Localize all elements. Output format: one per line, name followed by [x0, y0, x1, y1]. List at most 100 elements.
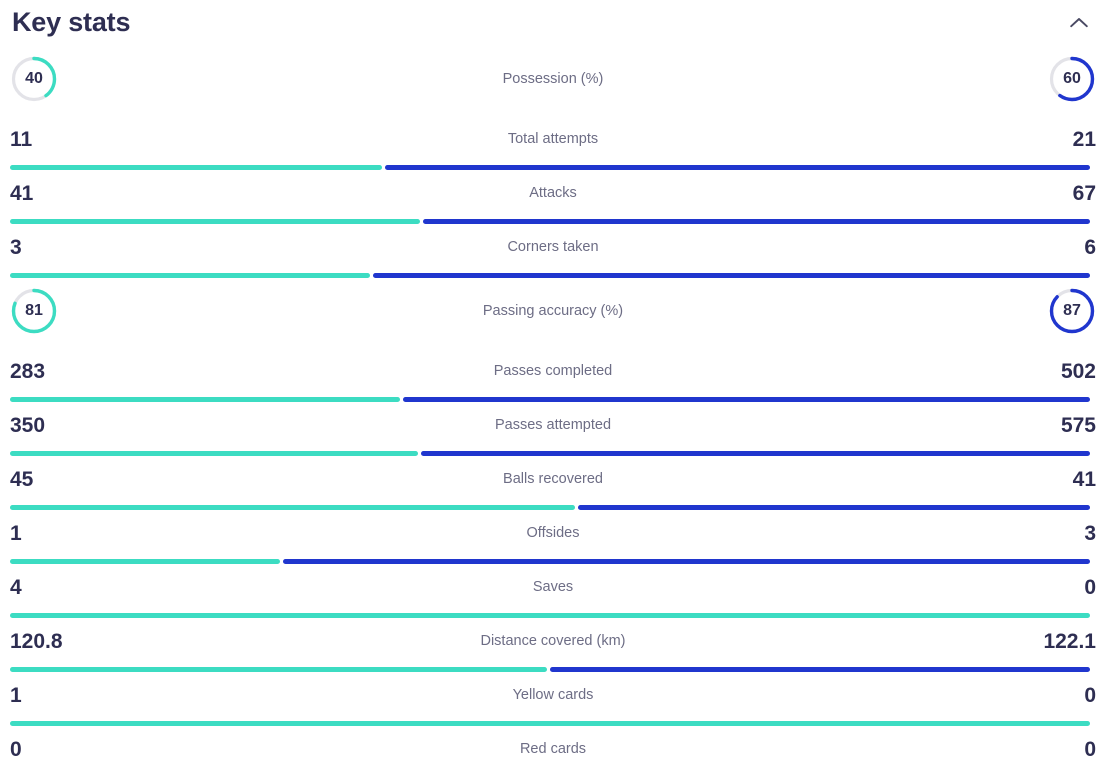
stat-row: 81 Passing accuracy (%) 87 — [10, 276, 1096, 346]
stat-label: Offsides — [526, 524, 580, 541]
away-bar-segment — [372, 273, 1090, 278]
stat-row-values: 4 Saves 0 — [10, 570, 1096, 604]
page-title: Key stats — [12, 6, 131, 37]
home-value: 11 — [10, 127, 33, 151]
away-bar-segment — [549, 667, 1090, 672]
home-value: 120.8 — [10, 629, 63, 653]
stat-label: Total attempts — [507, 130, 599, 147]
away-donut-gauge: 87 — [1048, 287, 1096, 335]
away-donut-value: 87 — [1063, 302, 1081, 319]
home-bar-segment — [10, 219, 421, 224]
stat-row-values: 41 Attacks 67 — [10, 176, 1096, 210]
stat-label: Possession (%) — [502, 70, 604, 87]
home-donut-value: 40 — [25, 70, 43, 87]
comparison-bar — [10, 721, 1090, 726]
stat-row: 1 Offsides 3 — [10, 508, 1096, 564]
away-value: 502 — [1060, 359, 1096, 383]
comparison-bar — [10, 451, 1090, 456]
stat-label: Distance covered (km) — [480, 632, 626, 649]
away-bar-segment — [577, 505, 1090, 510]
home-bar-segment — [10, 273, 370, 278]
away-value: 67 — [1072, 181, 1096, 205]
away-bar-segment — [423, 219, 1090, 224]
home-value: 45 — [10, 467, 34, 491]
collapse-toggle-button[interactable] — [1064, 7, 1094, 37]
stat-row-values: 350 Passes attempted 575 — [10, 408, 1096, 442]
stat-row-values: 45 Balls recovered 41 — [10, 462, 1096, 496]
stat-row: 350 Passes attempted 575 — [10, 400, 1096, 456]
comparison-bar — [10, 219, 1090, 224]
home-value: 41 — [10, 181, 34, 205]
stat-label: Saves — [532, 578, 574, 595]
stat-row: 3 Corners taken 6 — [10, 222, 1096, 278]
stat-label: Corners taken — [507, 238, 599, 255]
stat-label: Yellow cards — [512, 686, 594, 703]
stat-row-values: 283 Passes completed 502 — [10, 354, 1096, 388]
away-donut-gauge: 60 — [1048, 55, 1096, 103]
home-value: 4 — [10, 575, 22, 599]
stat-label: Balls recovered — [503, 470, 603, 487]
stat-label: Attacks — [529, 184, 577, 201]
stat-row-values: 11 Total attempts 21 — [10, 122, 1096, 156]
away-value: 6 — [1084, 235, 1096, 259]
comparison-bar — [10, 505, 1090, 510]
home-value: 283 — [10, 359, 46, 383]
comparison-bar — [10, 667, 1090, 672]
away-bar-segment — [283, 559, 1090, 564]
home-donut-value: 81 — [25, 302, 43, 319]
away-bar-segment — [384, 165, 1090, 170]
away-value: 21 — [1072, 127, 1096, 151]
away-value: 122.1 — [1043, 629, 1096, 653]
away-value: 41 — [1072, 467, 1096, 491]
stat-row: 45 Balls recovered 41 — [10, 454, 1096, 510]
home-value: 3 — [10, 235, 22, 259]
comparison-bar — [10, 397, 1090, 402]
stat-row: 41 Attacks 67 — [10, 168, 1096, 224]
stat-row: 11 Total attempts 21 — [10, 114, 1096, 170]
chevron-up-icon — [1070, 17, 1088, 28]
comparison-bar — [10, 165, 1090, 170]
stat-row-values: 120.8 Distance covered (km) 122.1 — [10, 624, 1096, 658]
away-value: 0 — [1084, 737, 1096, 761]
home-value: 1 — [10, 683, 22, 707]
home-bar-segment — [10, 559, 280, 564]
stat-row-values: 3 Corners taken 6 — [10, 230, 1096, 264]
home-bar-segment — [10, 165, 382, 170]
away-donut-value: 60 — [1063, 70, 1081, 87]
home-value: 0 — [10, 737, 22, 761]
home-value: 350 — [10, 413, 46, 437]
away-value: 0 — [1084, 575, 1096, 599]
stat-row-values: 1 Offsides 3 — [10, 516, 1096, 550]
stat-row: 0 Red cards 0 — [10, 724, 1096, 761]
away-value: 3 — [1084, 521, 1096, 545]
away-value: 0 — [1084, 683, 1096, 707]
stat-label: Red cards — [519, 740, 587, 757]
stat-label: Passes completed — [493, 362, 613, 379]
panel-header: Key stats — [10, 0, 1096, 44]
comparison-bar — [10, 613, 1090, 618]
stats-list: 40 Possession (%) 60 11 Total attempts 2… — [10, 44, 1096, 761]
away-bar-segment — [402, 397, 1090, 402]
away-value: 575 — [1060, 413, 1096, 437]
stat-row: 120.8 Distance covered (km) 122.1 — [10, 616, 1096, 672]
home-value: 1 — [10, 521, 22, 545]
stat-row-values: 1 Yellow cards 0 — [10, 678, 1096, 712]
stat-row: 4 Saves 0 — [10, 562, 1096, 618]
stat-label: Passing accuracy (%) — [482, 302, 624, 319]
home-bar-segment — [10, 721, 1090, 726]
stat-row: 283 Passes completed 502 — [10, 346, 1096, 402]
home-bar-segment — [10, 667, 547, 672]
stat-row: 1 Yellow cards 0 — [10, 670, 1096, 726]
away-bar-segment — [421, 451, 1090, 456]
home-bar-segment — [10, 397, 400, 402]
stat-label: Passes attempted — [494, 416, 612, 433]
stat-row: 40 Possession (%) 60 — [10, 44, 1096, 114]
home-donut-gauge: 40 — [10, 55, 58, 103]
comparison-bar — [10, 559, 1090, 564]
stat-row-values: 0 Red cards 0 — [10, 732, 1096, 761]
home-bar-segment — [10, 505, 575, 510]
home-bar-segment — [10, 451, 419, 456]
comparison-bar — [10, 273, 1090, 278]
home-bar-segment — [10, 613, 1090, 618]
